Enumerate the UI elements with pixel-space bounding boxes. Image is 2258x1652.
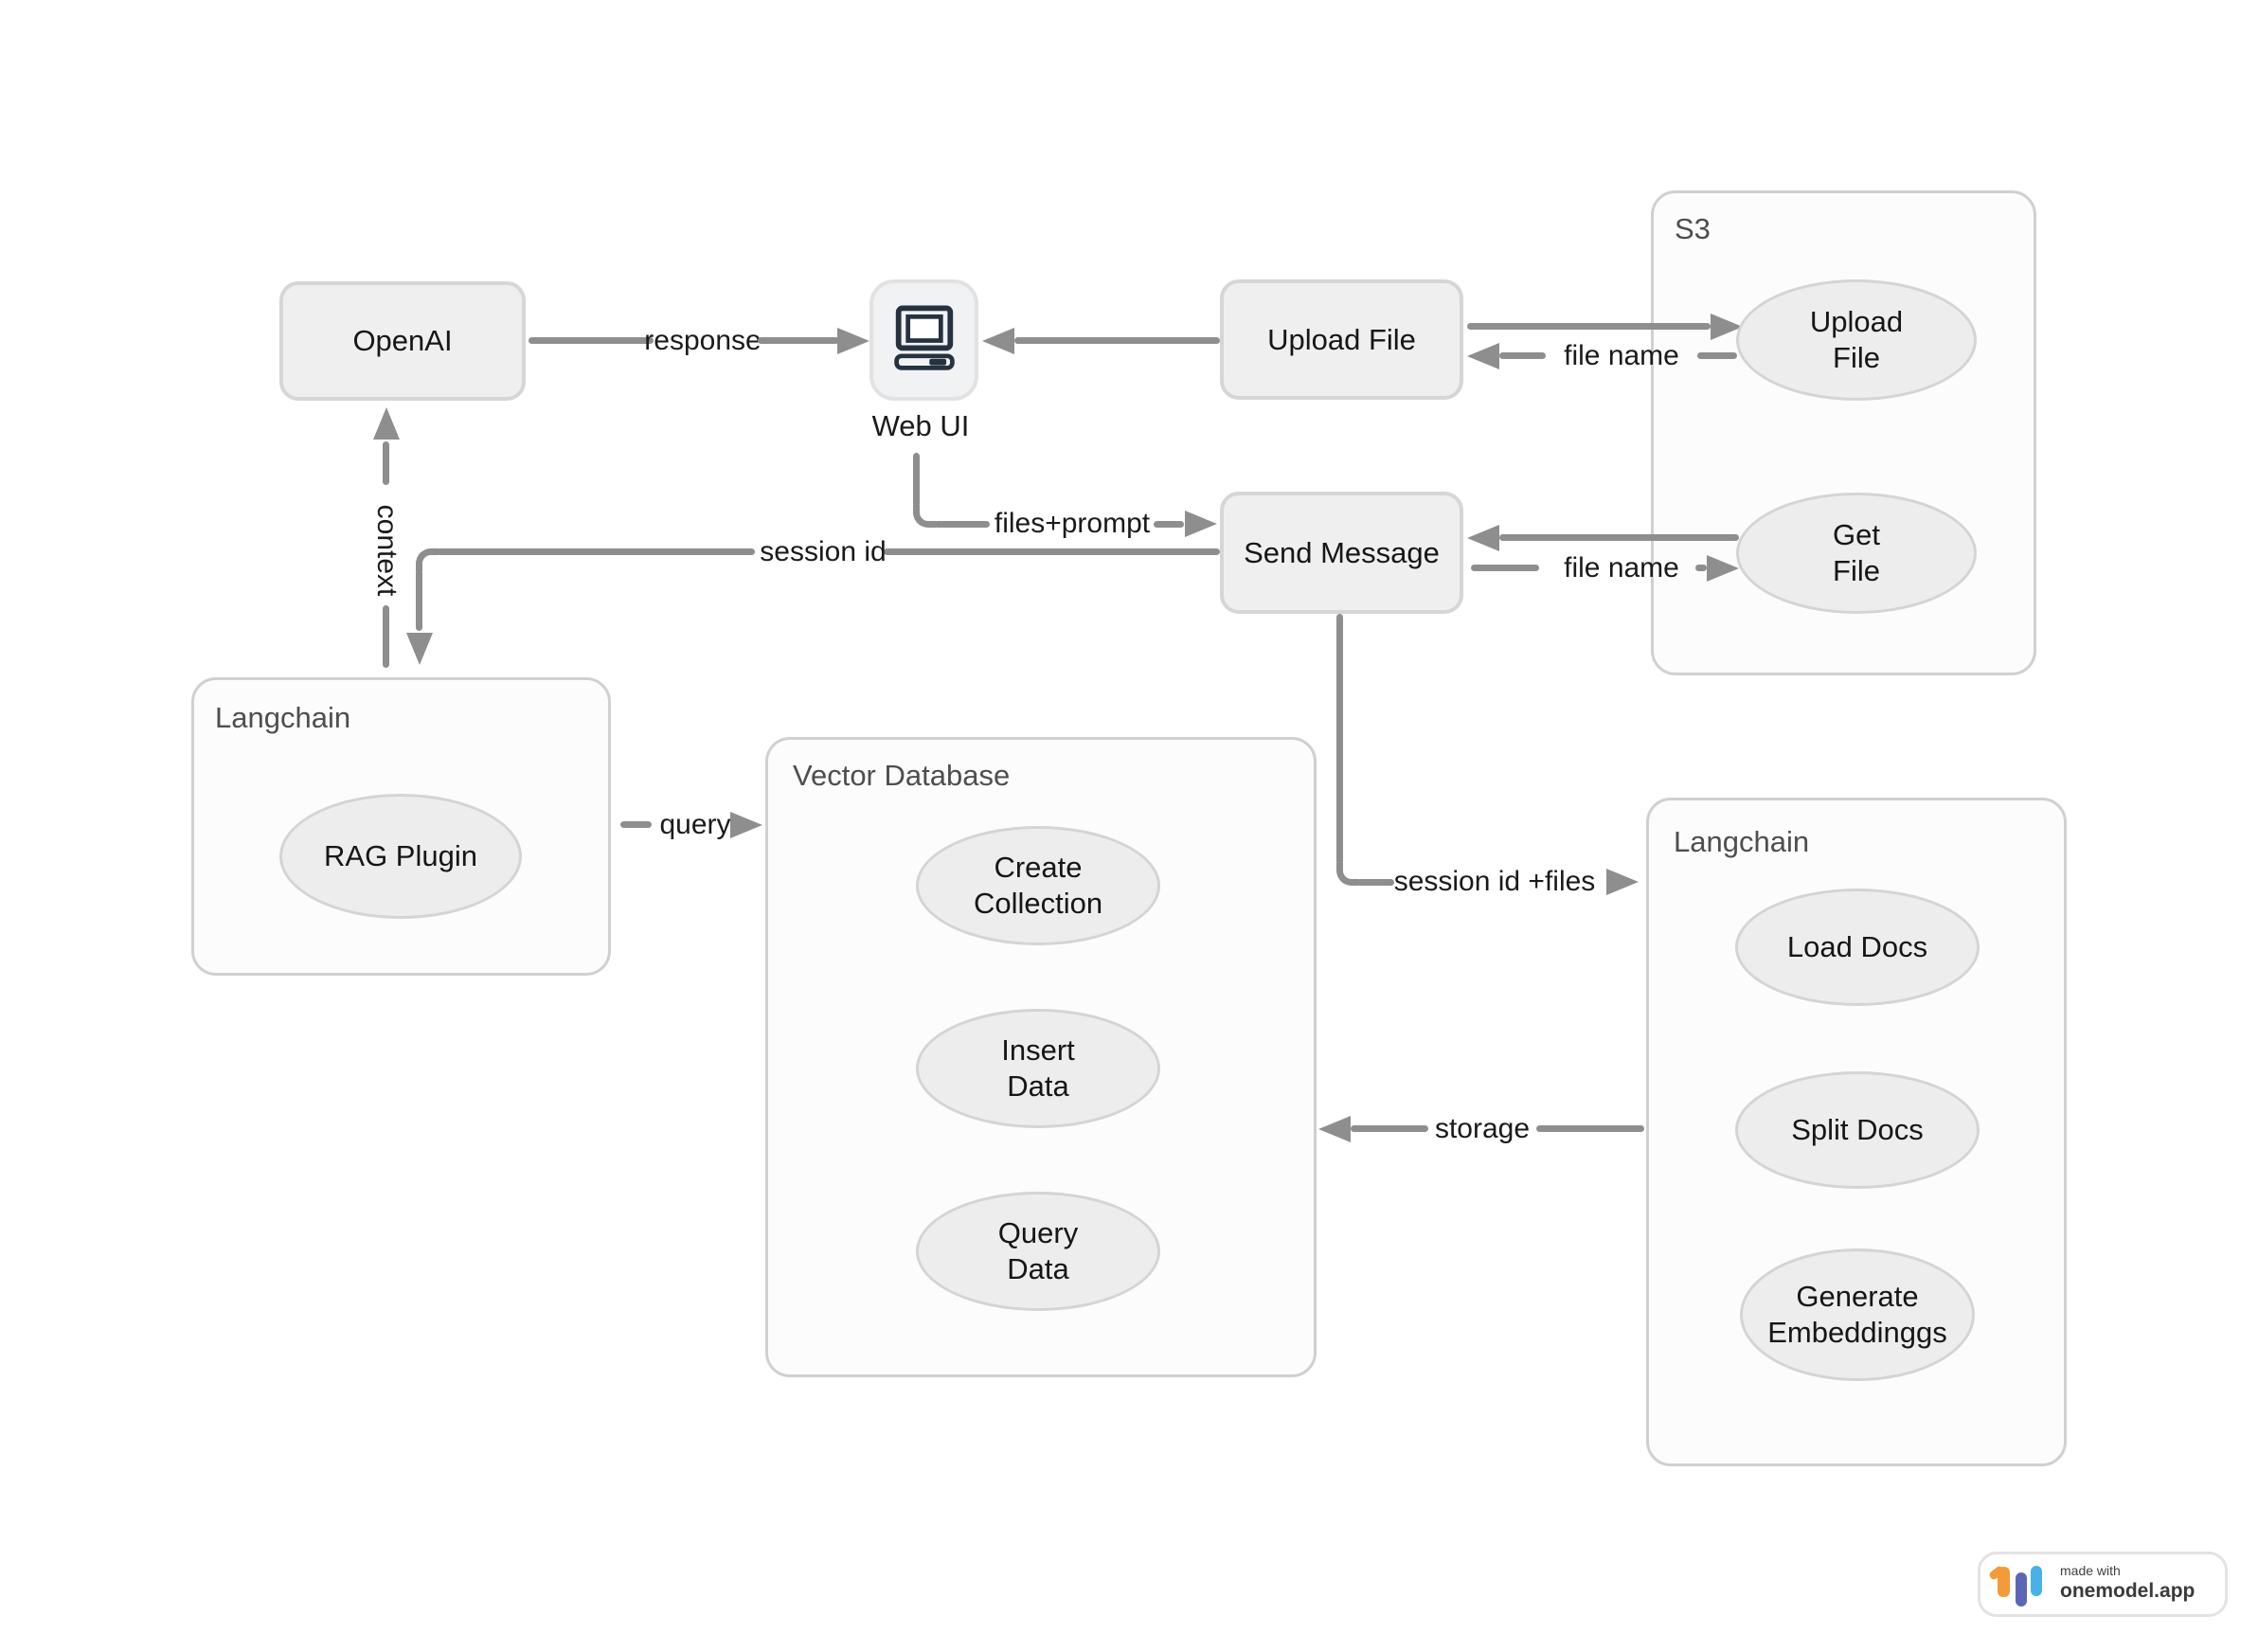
- ellipse-s3-get-file-label: Get File: [1833, 518, 1880, 587]
- node-send-message: Send Message: [1220, 492, 1463, 614]
- node-web-ui-label: Web UI: [871, 409, 970, 442]
- edge-filesprompt-vline: [913, 453, 920, 507]
- ellipse-s3-upload-file: Upload File: [1736, 279, 1977, 401]
- arrowhead-down-icon: [406, 633, 433, 665]
- edge-response-line: [529, 337, 654, 344]
- edge-response-line2: [758, 337, 839, 344]
- arrowhead-right-icon: [1185, 511, 1217, 537]
- edge-getfile-send-line: [1499, 534, 1739, 541]
- node-openai-label: OpenAI: [352, 324, 453, 357]
- edge-sessionid-label: session id: [760, 536, 887, 567]
- edge-context-label: context: [371, 504, 403, 597]
- edge-filename1-label: file name: [1564, 340, 1679, 371]
- ellipse-query-data: Query Data: [916, 1192, 1160, 1311]
- edge-sessionid-corner: [416, 548, 439, 571]
- ellipse-rag-plugin: RAG Plugin: [279, 794, 522, 919]
- edge-storage-label: storage: [1434, 1113, 1531, 1144]
- ellipse-s3-get-file: Get File: [1736, 493, 1977, 614]
- ellipse-generate-embeddings: Generate Embeddinggs: [1740, 1248, 1975, 1381]
- edge-query-line: [620, 821, 652, 828]
- ellipse-create-collection: Create Collection: [916, 826, 1160, 945]
- edge-filesprompt-label: files+prompt: [994, 508, 1151, 539]
- node-upload-file: Upload File: [1220, 279, 1463, 400]
- arrowhead-right-icon: [1606, 869, 1639, 895]
- edge-filesprompt-corner: [913, 505, 936, 528]
- onemodel-badge[interactable]: made with onemodel.app: [1978, 1552, 2228, 1617]
- edge-upload-s3-line: [1467, 323, 1711, 330]
- edge-filename2-line: [1471, 565, 1539, 571]
- edge-filename2-label: file name: [1564, 552, 1679, 584]
- container-s3-label: S3: [1675, 212, 1711, 245]
- edge-sessionid-vline: [416, 569, 422, 631]
- edge-storage-line2: [1536, 1125, 1644, 1132]
- ellipse-query-data-label: Query Data: [997, 1216, 1079, 1285]
- edge-sessionfiles-line: [1357, 879, 1394, 886]
- ellipse-insert-data: Insert Data: [916, 1009, 1160, 1128]
- ellipse-rag-plugin-label: RAG Plugin: [324, 839, 477, 872]
- node-openai: OpenAI: [279, 281, 526, 401]
- ellipse-load-docs: Load Docs: [1735, 889, 1980, 1006]
- arrowhead-left-icon: [1467, 343, 1499, 369]
- node-web-ui: [869, 279, 978, 401]
- ellipse-s3-upload-file-label: Upload File: [1809, 305, 1904, 374]
- container-langchain-left-label: Langchain: [215, 701, 351, 734]
- arrowhead-left-icon: [982, 328, 1014, 354]
- edge-filesprompt-line: [934, 521, 990, 528]
- node-upload-file-label: Upload File: [1267, 322, 1416, 356]
- arrowhead-left-icon: [1467, 525, 1499, 551]
- edge-response-label: response: [644, 325, 762, 356]
- container-langchain-right-label: Langchain: [1674, 825, 1810, 858]
- computer-icon: [893, 305, 955, 370]
- ellipse-generate-embeddings-label: Generate Embeddinggs: [1767, 1280, 1947, 1349]
- edge-context-vline2: [383, 605, 389, 668]
- edge-context-vline: [383, 441, 389, 485]
- container-vector-db-label: Vector Database: [793, 759, 1011, 792]
- edge-filename1-line: [1499, 352, 1546, 359]
- edge-filename1-line2: [1697, 352, 1737, 359]
- edge-sessionfiles-corner: [1336, 863, 1359, 886]
- edge-filesprompt-line2: [1154, 521, 1184, 528]
- ellipse-split-docs: Split Docs: [1735, 1071, 1980, 1189]
- edge-query-label: query: [659, 809, 731, 840]
- edge-sessionid-line2: [884, 548, 1220, 555]
- arrowhead-right-icon: [730, 812, 762, 838]
- edge-sessionfiles-vline: [1336, 614, 1343, 865]
- node-send-message-label: Send Message: [1244, 535, 1440, 569]
- ellipse-load-docs-label: Load Docs: [1786, 930, 1928, 963]
- ellipse-split-docs-label: Split Docs: [1791, 1113, 1924, 1146]
- ellipse-create-collection-label: Create Collection: [973, 851, 1103, 920]
- arrowhead-up-icon: [373, 407, 400, 440]
- arrowhead-right-icon: [837, 328, 869, 354]
- ellipse-insert-data-label: Insert Data: [1001, 1033, 1075, 1103]
- edge-upload-webui-line: [1014, 337, 1220, 344]
- arrowhead-right-icon: [1707, 555, 1739, 582]
- edge-sessionfiles-label: session id +files: [1393, 866, 1596, 897]
- edge-sessionid-line: [437, 548, 755, 555]
- badge-brand[interactable]: onemodel.app: [2060, 1580, 2195, 1602]
- arrowhead-left-icon: [1318, 1116, 1351, 1142]
- edge-storage-line: [1351, 1125, 1428, 1132]
- edge-filename2-line2: [1695, 565, 1707, 571]
- badge-made-with: made with: [2060, 1563, 2121, 1578]
